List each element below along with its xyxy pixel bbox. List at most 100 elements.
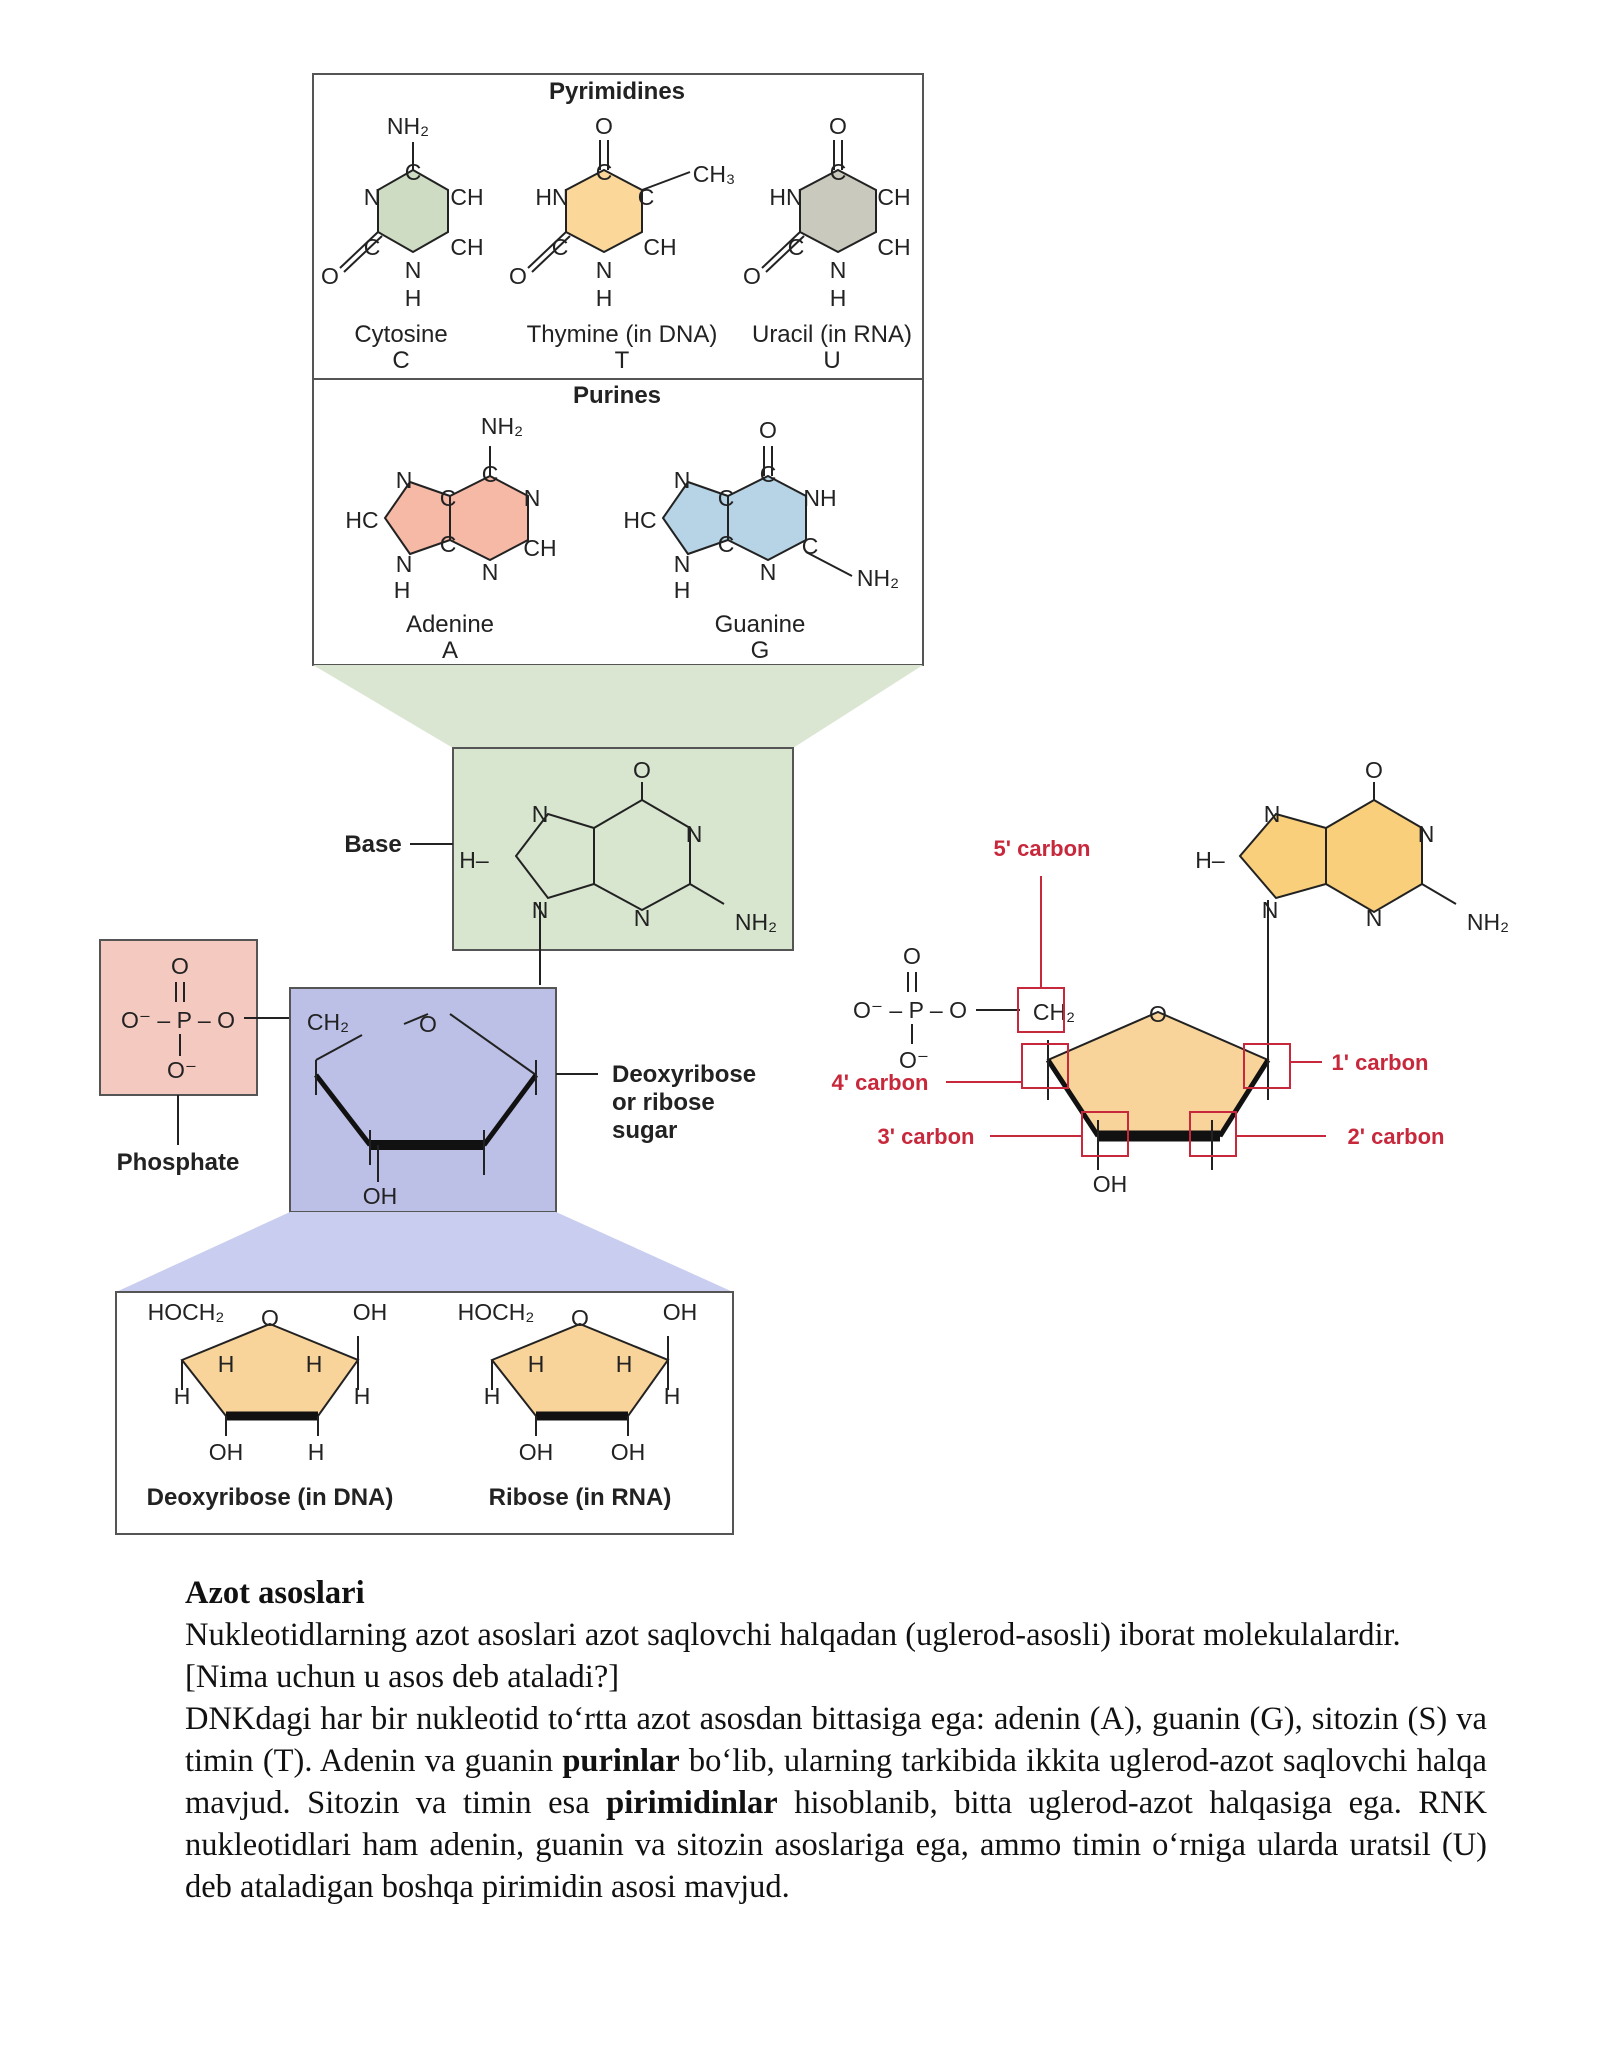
svg-text:O: O — [829, 113, 847, 139]
ribose-label: Ribose (in RNA) — [489, 1484, 672, 1511]
base-guanine-structure: O N N H– N N NH₂ — [459, 757, 777, 985]
svg-text:OH: OH — [363, 1183, 398, 1209]
p3-text-c: bo‘lib, ularning tarkibida ikkita uglero… — [185, 1743, 1487, 1821]
purines-term: purinlar — [562, 1743, 680, 1779]
adenine-letter: A — [442, 637, 458, 664]
deoxyribose-label: Deoxyribose (in DNA) — [147, 1484, 394, 1511]
svg-text:H: H — [830, 285, 847, 311]
svg-text:OH: OH — [663, 1299, 698, 1325]
svg-text:OH: OH — [611, 1439, 646, 1465]
svg-text:HC: HC — [623, 507, 656, 533]
svg-text:O: O — [1365, 757, 1383, 783]
document-body: Azot asoslari Nukleotidlarning azot asos… — [185, 1572, 1487, 1908]
right-nucleotide-phosphate: O O⁻ – P – O O⁻ — [853, 943, 1020, 1073]
deoxyribose-structure: HOCH₂ O OH H H H H OH H — [148, 1299, 388, 1465]
svg-text:CH: CH — [877, 184, 910, 210]
svg-text:N: N — [674, 467, 691, 493]
svg-text:H: H — [664, 1383, 681, 1409]
svg-text:CH: CH — [523, 535, 556, 561]
svg-text:C: C — [364, 234, 381, 260]
svg-text:H: H — [354, 1383, 371, 1409]
zoom-connector-bases — [313, 665, 923, 748]
svg-text:H: H — [174, 1383, 191, 1409]
p3-text-e: hisoblanib, bitta uglerod-azot halqasiga… — [185, 1785, 1487, 1905]
svg-text:NH₂: NH₂ — [481, 413, 523, 439]
svg-text:C: C — [552, 234, 569, 260]
carbon-4-label: 4' carbon — [832, 1070, 929, 1095]
svg-text:CH₂: CH₂ — [307, 1009, 349, 1035]
svg-text:NH₂: NH₂ — [1467, 909, 1509, 935]
svg-text:H–: H– — [459, 847, 489, 873]
uracil-letter: U — [823, 347, 840, 374]
svg-text:CH: CH — [450, 184, 483, 210]
svg-text:H: H — [405, 285, 422, 311]
svg-text:C: C — [482, 461, 499, 487]
svg-text:O⁻: O⁻ — [167, 1057, 197, 1083]
svg-text:O: O — [595, 113, 613, 139]
carbon-1-label: 1' carbon — [1332, 1050, 1429, 1075]
svg-text:N: N — [1418, 821, 1435, 847]
base-box — [452, 747, 794, 951]
svg-text:HN: HN — [769, 184, 802, 210]
svg-text:C: C — [440, 531, 457, 557]
cytosine-structure: NH₂ C N CH CH C O N H — [321, 113, 484, 311]
svg-text:H: H — [484, 1383, 501, 1409]
svg-text:HOCH₂: HOCH₂ — [458, 1299, 535, 1325]
sugar-structure: CH₂ O OH — [307, 1009, 539, 1209]
guanine-letter: G — [751, 637, 770, 664]
svg-text:OH: OH — [353, 1299, 388, 1325]
paragraph-1: Nukleotidlarning azot asoslari azot saql… — [185, 1617, 1401, 1653]
nucleotide-structure-figure: Pyrimidines Purines NH₂ C N CH CH C O N … — [99, 73, 1509, 1535]
svg-text:H–: H– — [1195, 847, 1225, 873]
svg-text:N: N — [396, 551, 413, 577]
svg-text:OH: OH — [519, 1439, 554, 1465]
thymine-structure: O C CH₃ HN C CH C O N H — [509, 113, 735, 311]
svg-text:CH₃: CH₃ — [693, 161, 736, 187]
svg-text:C: C — [638, 184, 655, 210]
svg-text:N: N — [686, 821, 703, 847]
phosphate-structure: O O⁻ – P – O O⁻ — [121, 953, 300, 1145]
svg-text:N: N — [1264, 801, 1281, 827]
ribose-structure: HOCH₂ O OH H H H H OH OH — [458, 1299, 698, 1465]
svg-text:N: N — [674, 551, 691, 577]
paragraph-3: DNKdagi har bir nukleotid to‘rtta azot a… — [185, 1698, 1487, 1908]
svg-text:C: C — [760, 461, 777, 487]
svg-text:C: C — [596, 159, 613, 185]
pyrimidines-header: Pyrimidines — [549, 78, 685, 105]
svg-text:O⁻ – P – O: O⁻ – P – O — [121, 1007, 235, 1033]
svg-text:OH: OH — [209, 1439, 244, 1465]
svg-text:NH: NH — [803, 485, 836, 511]
adenine-structure: NH₂ C N C N HC C CH N N H — [345, 413, 556, 603]
svg-text:O: O — [759, 417, 777, 443]
svg-text:N: N — [532, 801, 549, 827]
svg-text:H: H — [306, 1351, 323, 1377]
svg-text:N: N — [760, 559, 777, 585]
svg-text:OH: OH — [1093, 1171, 1128, 1197]
carbon-2-label: 2' carbon — [1348, 1124, 1445, 1149]
svg-text:O: O — [903, 943, 921, 969]
svg-text:H: H — [616, 1351, 633, 1377]
svg-text:CH: CH — [877, 234, 910, 260]
svg-text:NH₂: NH₂ — [387, 113, 429, 139]
svg-text:O: O — [633, 757, 651, 783]
svg-text:H: H — [674, 577, 691, 603]
svg-text:N: N — [405, 257, 422, 283]
svg-text:C: C — [802, 533, 819, 559]
svg-text:O⁻: O⁻ — [899, 1047, 929, 1073]
svg-text:O: O — [571, 1305, 589, 1331]
svg-text:H: H — [218, 1351, 235, 1377]
sugar-label-line1: Deoxyribose — [612, 1061, 756, 1088]
sugar-label-line3: sugar — [612, 1117, 677, 1144]
section-heading: Azot asoslari — [185, 1575, 365, 1611]
svg-text:N: N — [1366, 905, 1383, 931]
svg-text:O: O — [509, 263, 527, 289]
svg-text:C: C — [405, 159, 422, 185]
pyrimidines-term: pirimidinlar — [606, 1785, 778, 1821]
svg-text:N: N — [532, 897, 549, 923]
thymine-label: Thymine (in DNA) — [527, 321, 718, 348]
svg-text:CH: CH — [450, 234, 483, 260]
svg-text:H: H — [394, 577, 411, 603]
svg-text:C: C — [718, 531, 735, 557]
purines-header: Purines — [573, 382, 661, 409]
right-nucleotide-base: O N N H– N N NH₂ — [1195, 757, 1509, 1045]
